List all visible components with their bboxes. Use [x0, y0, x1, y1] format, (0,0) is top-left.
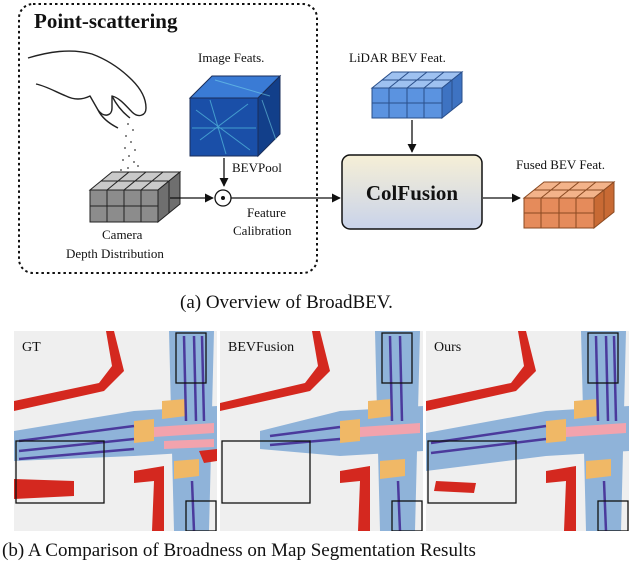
caption-b: (b) A Comparison of Broadness on Map Seg…: [2, 540, 476, 561]
point-scattering-title: Point-scattering: [34, 9, 178, 33]
ours-map: [426, 331, 629, 531]
camera-label: Camera: [102, 227, 143, 242]
overview-diagram: [18, 3, 616, 274]
gt-map: [14, 331, 217, 531]
depth-distribution-label: Depth Distribution: [66, 246, 164, 261]
fused-bev-cube: [522, 180, 616, 230]
map-panel-bevfusion: BEVFusion: [220, 331, 423, 531]
image-feats-label: Image Feats.: [198, 50, 265, 65]
point-scattering-frame: [18, 3, 318, 274]
camera-depth-cube: [88, 170, 182, 224]
panel-label-gt: GT: [22, 340, 41, 355]
hand-icon: [27, 50, 147, 129]
fused-bev-label: Fused BEV Feat.: [516, 157, 605, 172]
map-panel-ours: Ours: [426, 331, 629, 531]
bevpool-label: BEVPool: [232, 160, 282, 175]
map-panel-gt: GT: [14, 331, 217, 531]
scattering-particles: [120, 123, 139, 171]
caption-a: (a) Overview of BroadBEV.: [180, 292, 393, 313]
panel-label-ours: Ours: [434, 340, 462, 355]
lidar-bev-label: LiDAR BEV Feat.: [349, 50, 446, 65]
feature-label: Feature: [247, 205, 286, 220]
calibration-label: Calibration: [233, 223, 292, 238]
lidar-bev-cube: [370, 70, 464, 120]
image-feats-cube: [188, 74, 282, 158]
panel-label-bevfusion: BEVFusion: [228, 340, 295, 355]
colfusion-label: ColFusion: [365, 181, 459, 205]
colfusion-box: [341, 154, 483, 230]
bevfusion-map: [220, 331, 423, 531]
